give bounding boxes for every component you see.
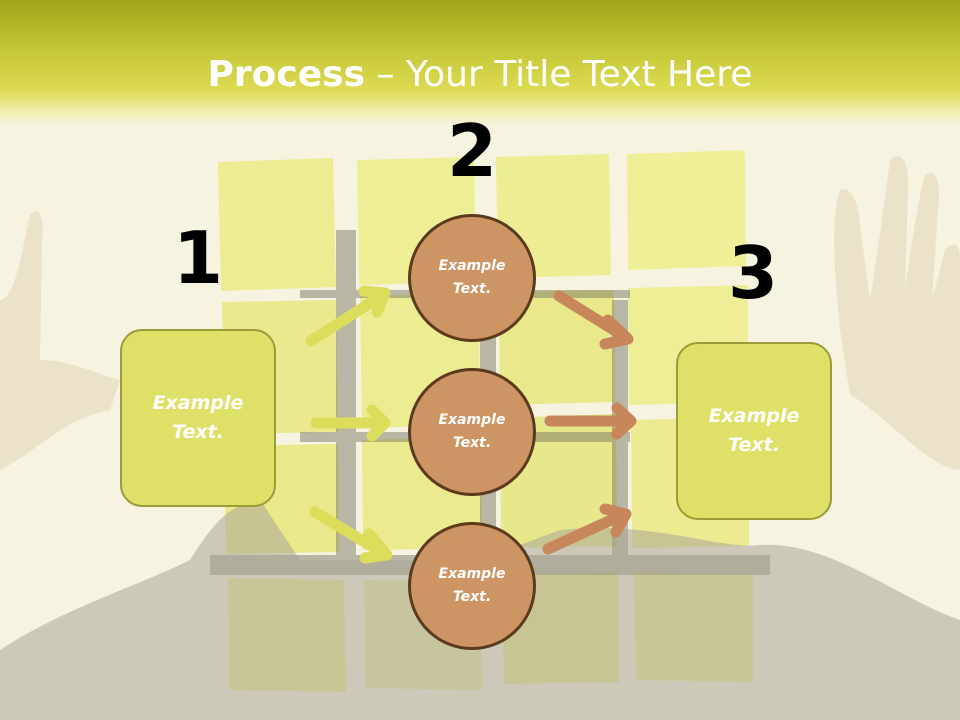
slide-title-rest: – Your Title Text Here xyxy=(365,54,753,95)
arrow-up-right-yellow xyxy=(305,285,391,347)
step-number-3: 3 xyxy=(727,231,779,315)
arrow-down-right-yellow xyxy=(309,506,393,564)
circle-top-text: Example Text. xyxy=(438,258,506,297)
step-number-2: 2 xyxy=(446,109,498,193)
arrow-right-brown xyxy=(544,402,637,440)
raised-hands xyxy=(0,156,960,470)
step-number-1: 1 xyxy=(172,216,224,300)
circle-top: Example Text. xyxy=(408,214,536,342)
title-band xyxy=(0,0,960,125)
circle-bottom-text: Example Text. xyxy=(438,566,506,605)
arrow-right-yellow xyxy=(310,404,391,442)
arrow-down-right-brown xyxy=(553,290,634,350)
left-step-box-text: Example Text. xyxy=(152,392,244,443)
right-step-box-text: Example Text. xyxy=(708,405,800,456)
arrow-up-right-brown xyxy=(542,503,632,555)
circle-bottom: Example Text. xyxy=(408,522,536,650)
left-step-box: Example Text. xyxy=(120,329,276,507)
right-step-box: Example Text. xyxy=(676,342,832,520)
slide-title-bold: Process xyxy=(207,54,366,95)
circle-middle-text: Example Text. xyxy=(438,412,506,451)
slide-title: Process – Your Title Text Here xyxy=(0,52,960,98)
circle-middle: Example Text. xyxy=(408,368,536,496)
